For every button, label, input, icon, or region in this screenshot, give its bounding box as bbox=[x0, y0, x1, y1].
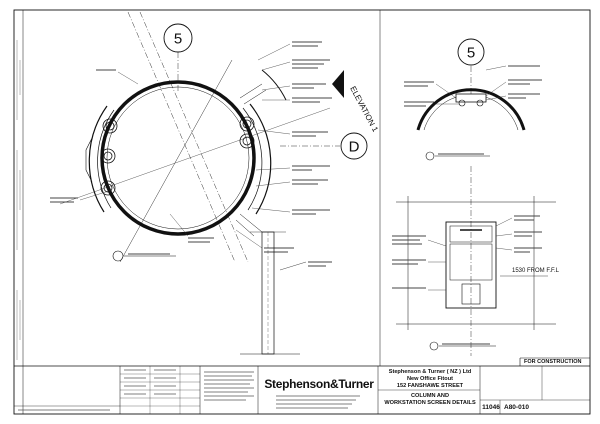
title-block-frame bbox=[14, 357, 590, 414]
column-arc bbox=[416, 88, 526, 131]
column-inner-ring bbox=[106, 86, 250, 230]
annotation-text-marks bbox=[50, 41, 332, 253]
grid-bubble-d-label: D bbox=[349, 139, 360, 156]
drawing-subtitle: WORKSTATION SCREEN DETAILS bbox=[384, 400, 476, 406]
column-outline bbox=[100, 80, 256, 236]
client-name: Stephenson & Turner ( NZ ) Ltd bbox=[388, 369, 472, 375]
drawing-title: COLUMN AND bbox=[410, 393, 449, 399]
annotation-leaders bbox=[79, 43, 291, 249]
sheet-border bbox=[13, 9, 591, 415]
left-enclosure-outer bbox=[88, 105, 108, 213]
diagonal-gridlines bbox=[127, 11, 249, 263]
left-enclosure-cap bbox=[85, 137, 93, 183]
right-enclosure-outer bbox=[249, 103, 272, 215]
grid-bubble-5-label: 5 bbox=[174, 31, 182, 48]
drawing-number: A80-010 bbox=[504, 404, 529, 411]
grid-bubble-5 bbox=[163, 23, 193, 53]
right-enclosure-top bbox=[261, 69, 287, 101]
cable-ducts bbox=[100, 116, 255, 196]
right-enclosure-inner bbox=[242, 107, 263, 211]
left-margin-notes bbox=[16, 40, 21, 360]
title-block-notes bbox=[18, 369, 360, 411]
bracket-lines bbox=[235, 83, 267, 237]
detail-grid-bubble-5 bbox=[457, 38, 485, 66]
left-enclosure-inner bbox=[97, 109, 115, 209]
project-number: 11046 bbox=[482, 404, 500, 411]
diagonal-line bbox=[119, 59, 233, 263]
elevation-label: ELEVATION 1 bbox=[348, 85, 380, 134]
elevation-marker: ELEVATION 1 bbox=[332, 70, 380, 134]
grid-bubble-d bbox=[340, 132, 368, 160]
project-name: New Office Fitout bbox=[407, 376, 453, 382]
project-address: 152 FANSHAWE STREET bbox=[396, 383, 464, 389]
detail-grid-bubble-5-label: 5 bbox=[467, 45, 475, 62]
plan-lower-detail bbox=[240, 231, 332, 355]
section-line bbox=[59, 107, 331, 205]
column-cable-enclosure-plan: 5 D ELEVATION 1 bbox=[50, 11, 380, 263]
cutter-panel bbox=[445, 221, 497, 309]
controller-detail: 5 bbox=[404, 38, 542, 161]
socket-box bbox=[461, 283, 481, 305]
firm-logo: Stephenson&Turner bbox=[264, 377, 374, 391]
detail-bubble bbox=[112, 250, 124, 262]
controller-box bbox=[455, 93, 487, 103]
dimension-label: 1530 FROM F.F.L bbox=[512, 268, 560, 274]
column-cutter-detail: 1530 FROM F.F.L bbox=[392, 166, 560, 356]
status-label: FOR CONSTRUCTION bbox=[524, 359, 582, 365]
